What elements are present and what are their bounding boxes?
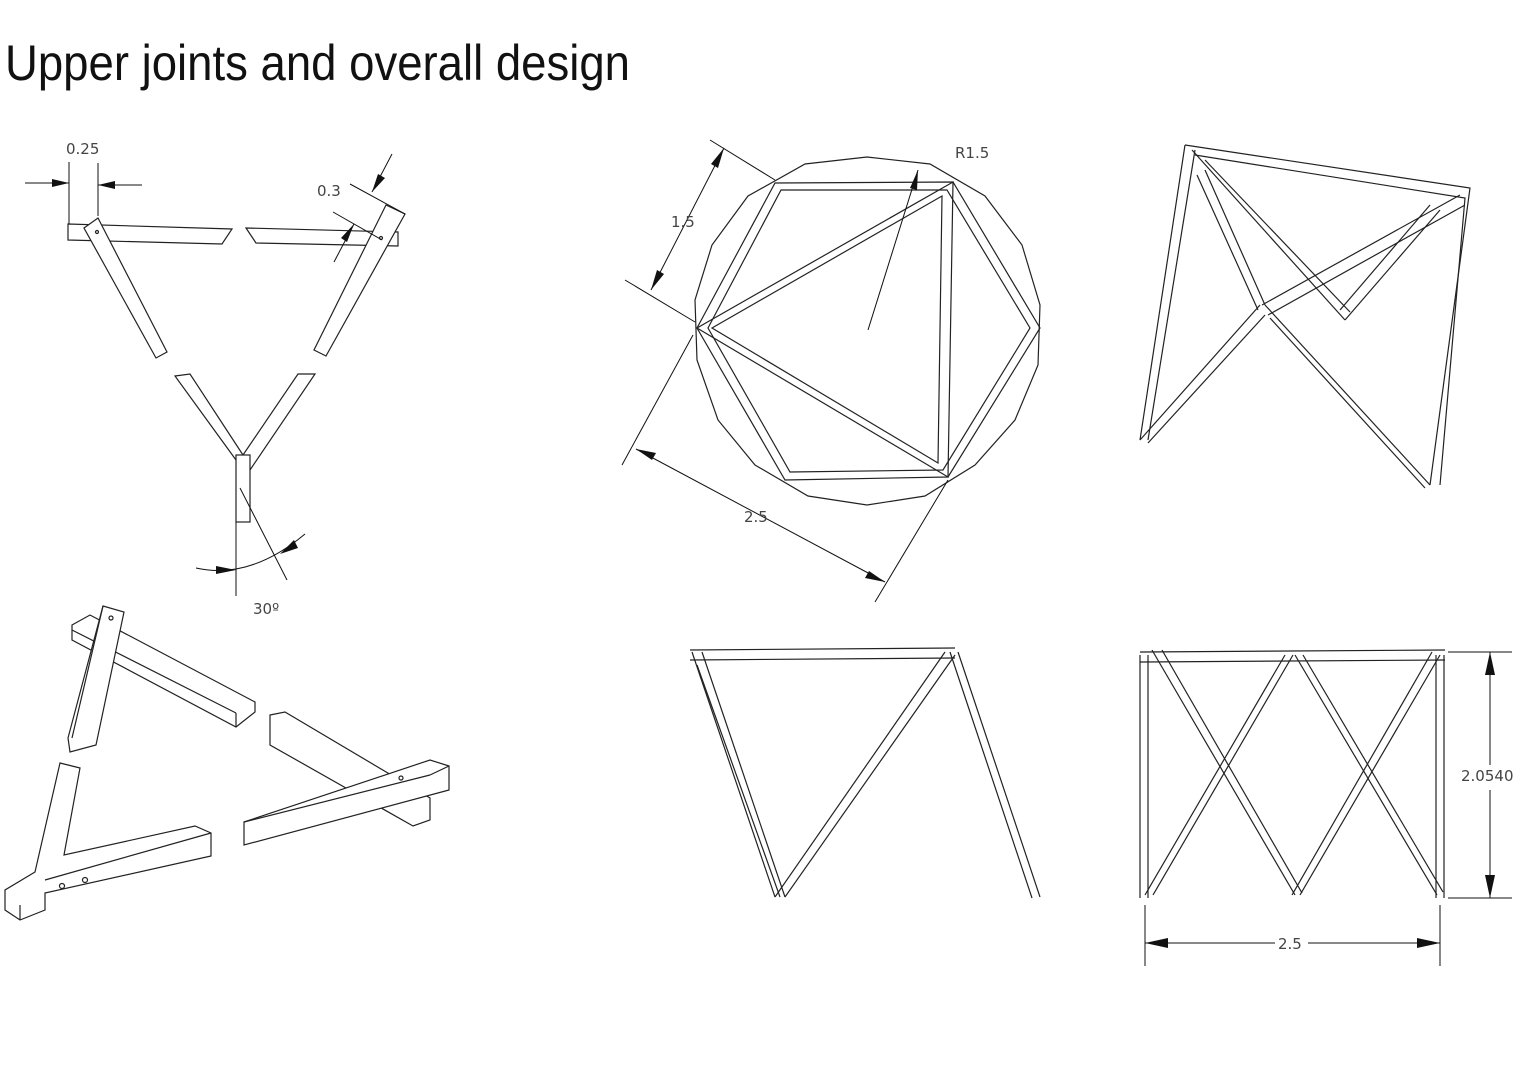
width-dim: 2.5: [1278, 935, 1302, 953]
span-dim: 2.5: [744, 508, 768, 526]
side-view-drawing: [689, 647, 1041, 899]
iso-post-2: [243, 759, 450, 846]
top-view-drawing: R1.5 1.5 2.5: [621, 139, 1041, 603]
joint-detail-drawing: 0.25 0.3 30º: [25, 140, 406, 618]
side-length-dim: 1.5: [671, 213, 695, 231]
iso-post-1: [67, 605, 125, 753]
joint-width-dim: 0.25: [66, 140, 99, 158]
isometric-joints: [4, 605, 450, 921]
isometric-overall: [1139, 144, 1471, 489]
y-joint-post: [235, 454, 251, 523]
iso-y-joint: [4, 762, 212, 921]
front-view-drawing: 2.0540 2.5: [1139, 649, 1514, 966]
joint-thickness-dim: 0.3: [317, 182, 341, 200]
right-beam: [244, 227, 399, 247]
radius-dim: R1.5: [955, 144, 989, 162]
height-dim: 2.0540: [1461, 767, 1514, 785]
left-strut: [83, 217, 168, 359]
page-title: Upper joints and overall design: [5, 35, 630, 91]
joint-angle-dim: 30º: [253, 600, 279, 618]
